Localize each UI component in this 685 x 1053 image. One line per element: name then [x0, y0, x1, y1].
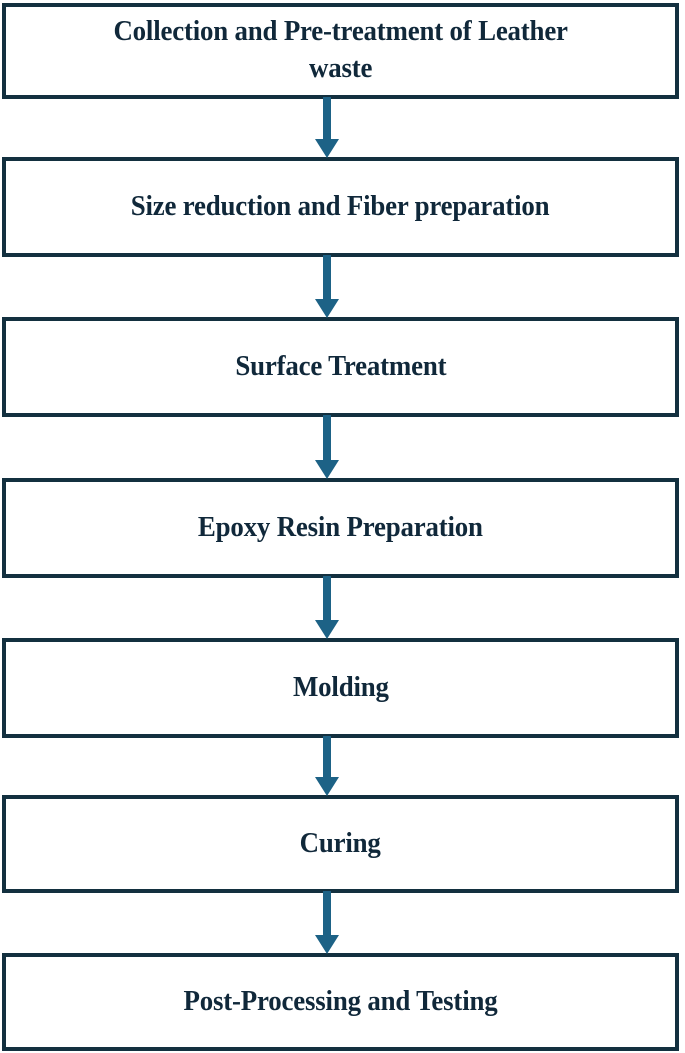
flow-step-4-label: Epoxy Resin Preparation [198, 511, 483, 543]
flow-step-6-label: Curing [300, 827, 381, 859]
flow-arrow-down-icon-2 [313, 255, 341, 319]
flow-step-3: Surface Treatment [2, 317, 679, 417]
flow-step-3-label: Surface Treatment [235, 350, 446, 382]
flow-arrow-down-icon-6 [313, 891, 341, 955]
flow-arrow-down-icon-3 [313, 415, 341, 480]
flow-arrow-down-icon-5 [313, 736, 341, 797]
flow-step-2: Size reduction and Fiber preparation [2, 157, 679, 257]
flow-step-6: Curing [2, 795, 679, 893]
flow-arrow-down-icon-4 [313, 576, 341, 640]
flow-step-7: Post-Processing and Testing [2, 953, 679, 1051]
flow-step-5: Molding [2, 638, 679, 738]
flow-step-1-label: Collection and Pre-treatment of Leather … [113, 16, 568, 84]
flow-step-4: Epoxy Resin Preparation [2, 478, 679, 578]
flow-step-7-label: Post-Processing and Testing [183, 985, 498, 1017]
flow-step-5-label: Molding [292, 671, 389, 703]
flow-step-1: Collection and Pre-treatment of Leather … [2, 3, 679, 99]
flow-arrow-down-icon-1 [313, 97, 341, 159]
flow-step-2-label: Size reduction and Fiber preparation [131, 190, 550, 222]
